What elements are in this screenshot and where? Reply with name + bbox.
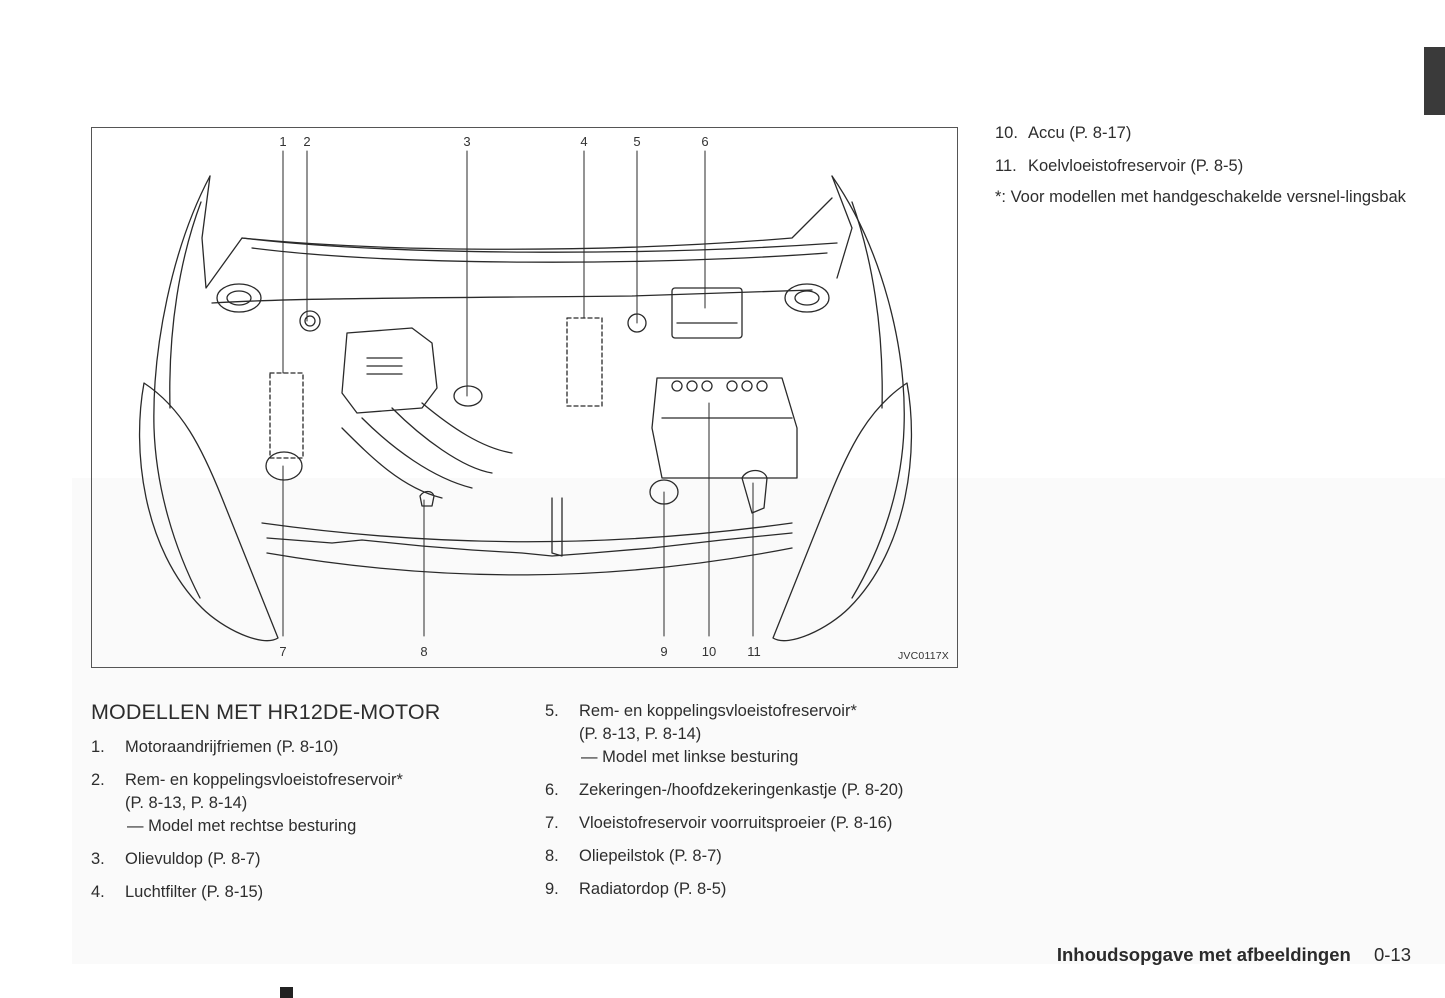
battery [651,377,798,479]
list-item: 3. Olievuldop (P. 8-7) [91,848,511,871]
item-page-ref: (P. 8-13, P. 8-14) [125,794,248,812]
callout-3: 3 [463,134,471,149]
coolant-reservoir [741,469,768,514]
engine-illustration [138,150,913,642]
fuse-box [671,287,743,339]
item-number: 10. [995,124,1018,142]
page-number: 0-13 [1373,944,1411,965]
right-hood-edge [831,175,853,279]
item-text: Radiatordop (P. 8-5) [579,880,727,898]
left-hood-edge [201,175,833,289]
section-title: MODELLEN MET HR12DE-MOTOR [91,700,441,724]
callout-10: 10 [701,644,717,659]
item-number: 4. [91,883,105,901]
list-item: 8. Oliepeilstok (P. 8-7) [545,845,975,868]
item-number: 7. [545,814,559,832]
engine-compartment-figure: 1 2 3 4 5 6 7 8 9 10 11 JVC0117X [91,127,958,668]
left-fender-inner [169,201,202,409]
list-item: 2. Rem- en koppelingsvloeistofreservoir*… [91,769,511,838]
oil-filler-cap [453,385,483,407]
component-list-middle: 5. Rem- en koppelingsvloeistofreservoir*… [545,700,975,911]
item-number: 6. [545,781,559,799]
oil-dipstick [419,490,435,507]
item-text: Koelvloeistofreservoir (P. 8-5) [1028,157,1244,175]
item-number: 9. [545,880,559,898]
list-item: 7. Vloeistofreservoir voorruitsproeier (… [545,812,975,835]
cowl-line [241,237,838,253]
item-text: Vloeistofreservoir voorruitsproeier (P. … [579,814,893,832]
item-text: Olievuldop (P. 8-7) [125,850,261,868]
item-number: 1. [91,738,105,756]
figure-code: JVC0117X [897,650,949,662]
list-item: 1. Motoraandrijfriemen (P. 8-10) [91,736,511,759]
radiator-support [261,522,793,543]
list-item: 10. Accu (P. 8-17) [995,122,1415,145]
item-text: Oliepeilstok (P. 8-7) [579,847,722,865]
item-number: 8. [545,847,559,865]
item-text: Luchtfilter (P. 8-15) [125,883,264,901]
chapter-thumb-tab [1424,47,1445,115]
left-fender-outline [153,175,211,599]
cowl-line-2 [251,247,828,263]
item-note: — Model met linkse besturing [581,748,799,766]
item-page-ref: (P. 8-13, P. 8-14) [579,725,702,743]
callout-5: 5 [633,134,641,149]
item-text: Rem- en koppelingsvloeistofreservoir* [125,771,403,789]
callout-11: 11 [747,644,761,659]
right-strut-tower [784,283,830,313]
item-text: Zekeringen-/hoofdzekeringenkastje (P. 8-… [579,781,904,799]
list-item: 4. Luchtfilter (P. 8-15) [91,881,511,904]
crop-mark [280,987,293,998]
brake-reservoir-rhd [299,310,321,332]
item-text: Rem- en koppelingsvloeistofreservoir* [579,702,857,720]
item-text: Accu (P. 8-17) [1028,124,1132,142]
callout-4: 4 [580,134,588,149]
callout-1: 1 [279,134,287,149]
item-number: 3. [91,850,105,868]
page-footer: Inhoudsopgave met afbeeldingen 0-13 [1057,944,1411,966]
component-list-right: 10. Accu (P. 8-17) 11. Koelvloeistofrese… [995,122,1415,209]
item-text: Motoraandrijfriemen (P. 8-10) [125,738,339,756]
right-fender-outline [831,175,905,599]
right-headlight [772,382,913,642]
item-note: — Model met rechtse besturing [127,817,357,835]
footer-chapter-title: Inhoudsopgave met afbeeldingen [1056,944,1351,965]
intake-cover [341,327,438,414]
callout-7: 7 [279,644,287,659]
callout-9: 9 [660,644,668,659]
left-headlight [138,382,279,642]
callout-6: 6 [701,134,709,149]
right-fender-inner [851,201,883,409]
component-list-left: 1. Motoraandrijfriemen (P. 8-10) 2. Rem-… [91,736,511,914]
item-number: 5. [545,702,559,720]
callout-2: 2 [303,134,311,149]
left-strut-tower [216,283,262,313]
callout-8: 8 [420,644,428,659]
item-number: 11. [995,157,1017,175]
air-filter-box [566,317,603,407]
list-item: 11. Koelvloeistofreservoir (P. 8-5) [995,155,1415,178]
list-item: 6. Zekeringen-/hoofdzekeringenkastje (P.… [545,779,975,802]
footnote: *: Voor modellen met handgeschakelde ver… [995,188,1406,206]
item-number: 2. [91,771,105,789]
list-item: 9. Radiatordop (P. 8-5) [545,878,975,901]
washer-reservoir [269,372,304,459]
list-item: 5. Rem- en koppelingsvloeistofreservoir*… [545,700,975,769]
